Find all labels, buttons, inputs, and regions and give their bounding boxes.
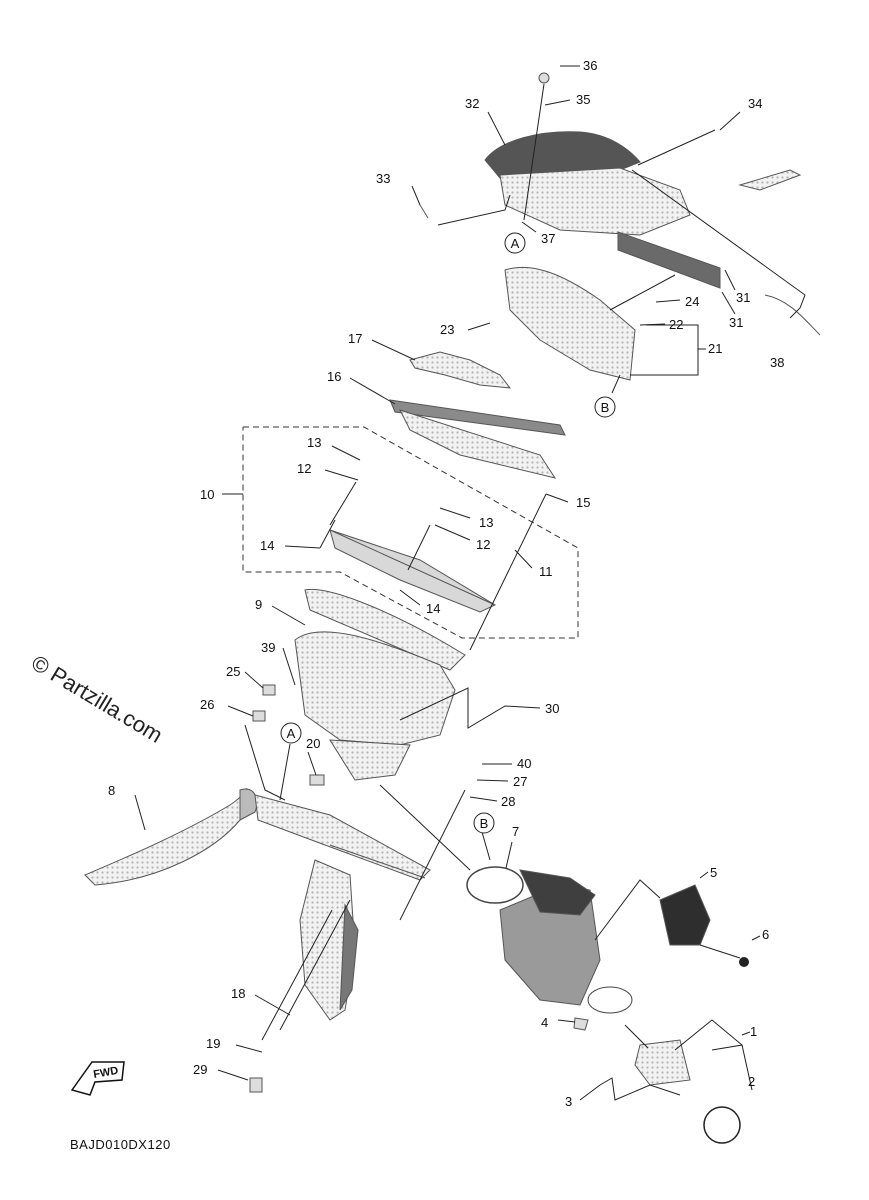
airbox-lid-9 bbox=[304, 588, 466, 671]
callout-6: 6 bbox=[762, 927, 769, 942]
fwd-arrow-icon bbox=[70, 1061, 125, 1096]
screw-29 bbox=[249, 1077, 263, 1093]
filter-frame bbox=[329, 529, 496, 606]
callout-27: 27 bbox=[513, 774, 527, 789]
callout-28: 28 bbox=[501, 794, 515, 809]
svg-text:A: A bbox=[511, 236, 520, 251]
clip-20 bbox=[309, 774, 325, 786]
ref-marker-b-top: B bbox=[594, 396, 616, 418]
boot-ring bbox=[587, 986, 633, 1014]
callout-31a: 31 bbox=[736, 290, 750, 305]
callout-29: 29 bbox=[193, 1062, 207, 1077]
callout-38: 38 bbox=[770, 355, 784, 370]
callout-40: 40 bbox=[517, 756, 531, 771]
rail-body bbox=[399, 409, 557, 479]
callout-25: 25 bbox=[226, 664, 240, 679]
frame-rail bbox=[329, 844, 426, 879]
svg-text:B: B bbox=[480, 816, 489, 831]
callout-35: 35 bbox=[576, 92, 590, 107]
clip-33 bbox=[419, 204, 429, 219]
ref-marker-a-bottom: A bbox=[280, 722, 302, 744]
callout-14a: 14 bbox=[260, 538, 274, 553]
side-cover-8 bbox=[84, 788, 248, 886]
callout-13a: 13 bbox=[307, 435, 321, 450]
boot-part-1 bbox=[634, 1039, 691, 1086]
seal-strip-31 bbox=[617, 231, 721, 289]
cover-body bbox=[499, 167, 691, 236]
sensor-cover-5 bbox=[659, 884, 711, 946]
filter-element bbox=[329, 529, 497, 613]
svg-text:B: B bbox=[601, 400, 610, 415]
rail-part-16 bbox=[389, 399, 566, 436]
ref-marker-b-bottom: B bbox=[473, 812, 495, 834]
callout-4: 4 bbox=[541, 1015, 548, 1030]
side-cover-edge bbox=[239, 788, 258, 821]
callout-30: 30 bbox=[545, 701, 559, 716]
airbox-throat bbox=[329, 739, 411, 781]
callout-8: 8 bbox=[108, 783, 115, 798]
callout-13b: 13 bbox=[479, 515, 493, 530]
callout-23: 23 bbox=[440, 322, 454, 337]
screw-36 bbox=[538, 72, 550, 84]
o-ring-2 bbox=[703, 1106, 741, 1144]
callout-7: 7 bbox=[512, 824, 519, 839]
svg-text:A: A bbox=[287, 726, 296, 741]
callout-labels: 36 35 32 34 33 37 31 24 22 31 23 21 38 1… bbox=[108, 58, 784, 1109]
callout-32: 32 bbox=[465, 96, 479, 111]
callout-20: 20 bbox=[306, 736, 320, 751]
callout-16: 16 bbox=[327, 369, 341, 384]
callout-17: 17 bbox=[348, 331, 362, 346]
callout-9: 9 bbox=[255, 597, 262, 612]
lower-duct-dark bbox=[339, 903, 359, 1011]
callout-5: 5 bbox=[710, 865, 717, 880]
callout-19: 19 bbox=[206, 1036, 220, 1051]
duct-part-23 bbox=[504, 266, 636, 381]
ref-marker-a-top: A bbox=[504, 232, 526, 254]
callout-26: 26 bbox=[200, 697, 214, 712]
callout-21: 21 bbox=[708, 341, 722, 356]
callout-31b: 31 bbox=[729, 315, 743, 330]
diagram-code: BAJD010DX120 bbox=[70, 1137, 171, 1152]
callout-37: 37 bbox=[541, 231, 555, 246]
group-10-outline bbox=[242, 426, 579, 639]
callout-34: 34 bbox=[748, 96, 762, 111]
callout-1: 1 bbox=[750, 1024, 757, 1039]
fwd-label: FWD bbox=[92, 1065, 119, 1081]
cover-part-34 bbox=[738, 169, 802, 191]
clamp-ring-7 bbox=[466, 866, 524, 904]
airbox-body bbox=[294, 631, 456, 746]
callout-10: 10 bbox=[200, 487, 214, 502]
callout-15: 15 bbox=[576, 495, 590, 510]
callout-18: 18 bbox=[231, 986, 245, 1001]
callout-36: 36 bbox=[583, 58, 597, 73]
bolt-6 bbox=[739, 957, 749, 967]
callout-12b: 12 bbox=[476, 537, 490, 552]
callout-12a: 12 bbox=[297, 461, 311, 476]
callout-2: 2 bbox=[748, 1074, 755, 1089]
grommet-26 bbox=[252, 710, 266, 722]
callout-39: 39 bbox=[261, 640, 275, 655]
cover-part-32 bbox=[484, 131, 641, 181]
callout-3: 3 bbox=[565, 1094, 572, 1109]
callout-24: 24 bbox=[685, 294, 699, 309]
callout-14b: 14 bbox=[426, 601, 440, 616]
callout-22: 22 bbox=[669, 317, 683, 332]
bracket-part-17 bbox=[409, 351, 512, 389]
throttle-actuator bbox=[519, 869, 596, 916]
clip-4 bbox=[573, 1017, 589, 1031]
grommet-25 bbox=[262, 684, 276, 696]
callout-33: 33 bbox=[376, 171, 390, 186]
callout-11: 11 bbox=[539, 564, 553, 579]
leader-lines bbox=[134, 65, 806, 1101]
